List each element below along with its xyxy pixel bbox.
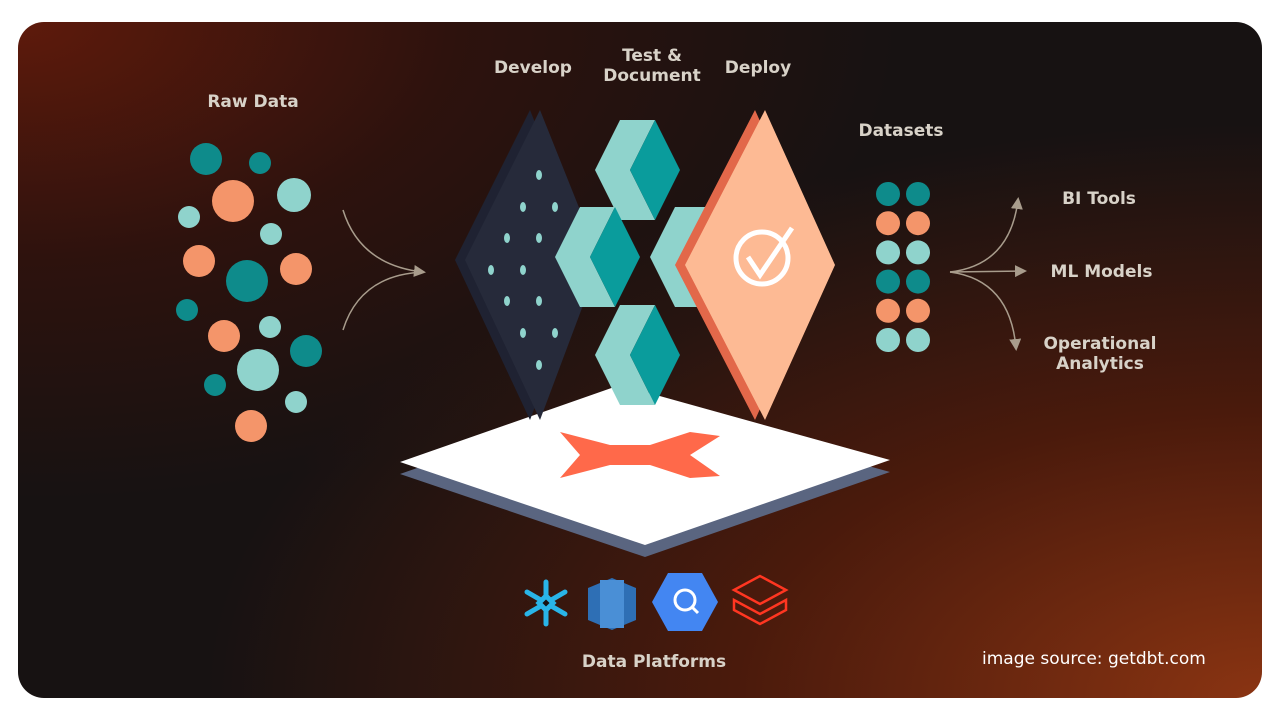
raw-data-circles	[176, 143, 322, 442]
diagram-graphic	[176, 110, 1027, 631]
develop-dot	[488, 265, 494, 275]
develop-dot	[504, 233, 510, 243]
develop-dot	[520, 202, 526, 212]
bi-tools-label: BI Tools	[1062, 189, 1136, 209]
raw-data-dot	[208, 320, 240, 352]
raw-data-dot	[178, 206, 200, 228]
dataset-dot	[906, 211, 930, 236]
test-block	[595, 305, 680, 405]
operational-line1: Operational	[1043, 334, 1157, 354]
raw-data-dot	[280, 253, 312, 285]
dataset-dot	[906, 269, 930, 294]
operational-line2: Analytics	[1056, 354, 1144, 374]
raw-data-dot	[183, 245, 215, 277]
test-block	[555, 207, 640, 307]
diagram-card: Raw Data Develop Test &Document Deploy D…	[18, 22, 1262, 698]
develop-dot	[536, 296, 542, 306]
dataset-dot	[906, 298, 930, 323]
data-platforms-label: Data Platforms	[581, 652, 727, 672]
input-arrows	[342, 209, 426, 331]
raw-data-label: Raw Data	[207, 92, 299, 112]
develop-dot	[520, 328, 526, 338]
develop-dot	[552, 328, 558, 338]
develop-dot	[552, 202, 558, 212]
dataset-circles	[876, 182, 930, 352]
develop-dot	[536, 233, 542, 243]
develop-dot	[520, 265, 526, 275]
raw-data-dot	[212, 180, 254, 222]
databricks-icon	[731, 574, 789, 626]
ml-models-label: ML Models	[1050, 262, 1153, 282]
dataset-dot	[906, 328, 930, 352]
output-arrows	[949, 197, 1027, 351]
test-label-line2: Document	[603, 66, 701, 86]
raw-data-dot	[260, 223, 282, 245]
dataset-dot	[876, 182, 900, 206]
dataset-dot	[876, 328, 900, 352]
dataset-dot	[876, 298, 900, 323]
check-circle-icon	[733, 229, 791, 287]
raw-data-dot	[290, 335, 322, 367]
dataset-dot	[876, 211, 900, 236]
raw-data-dot	[226, 260, 268, 302]
dataset-dot	[876, 240, 900, 265]
raw-data-dot	[204, 374, 226, 396]
raw-data-dot	[259, 316, 281, 338]
develop-dot	[536, 360, 542, 370]
deploy-label: Deploy	[724, 58, 792, 78]
develop-label: Develop	[494, 58, 572, 78]
bigquery-icon	[652, 573, 718, 631]
test-block	[595, 120, 680, 220]
raw-data-dot	[176, 299, 198, 321]
raw-data-dot	[249, 152, 271, 174]
dbt-logo-icon	[560, 432, 720, 478]
raw-data-dot	[277, 178, 311, 212]
dbt-platform	[400, 385, 890, 557]
develop-diamond	[455, 110, 600, 420]
test-label-line1: Test &	[622, 46, 682, 66]
dataset-dot	[906, 240, 930, 265]
raw-data-dot	[237, 349, 279, 391]
raw-data-dot	[190, 143, 222, 175]
test-document-label: Test &Document	[588, 46, 716, 86]
datasets-label: Datasets	[858, 121, 944, 141]
raw-data-dot	[235, 410, 267, 442]
snowflake-icon	[524, 579, 568, 627]
dataset-dot	[906, 182, 930, 206]
develop-dot	[504, 296, 510, 306]
dataset-dot	[876, 269, 900, 294]
raw-data-dot	[285, 391, 307, 413]
deploy-diamond	[675, 110, 835, 420]
redshift-icon	[588, 578, 636, 630]
image-source-text: image source: getdbt.com	[982, 649, 1206, 669]
develop-dot	[536, 170, 542, 180]
